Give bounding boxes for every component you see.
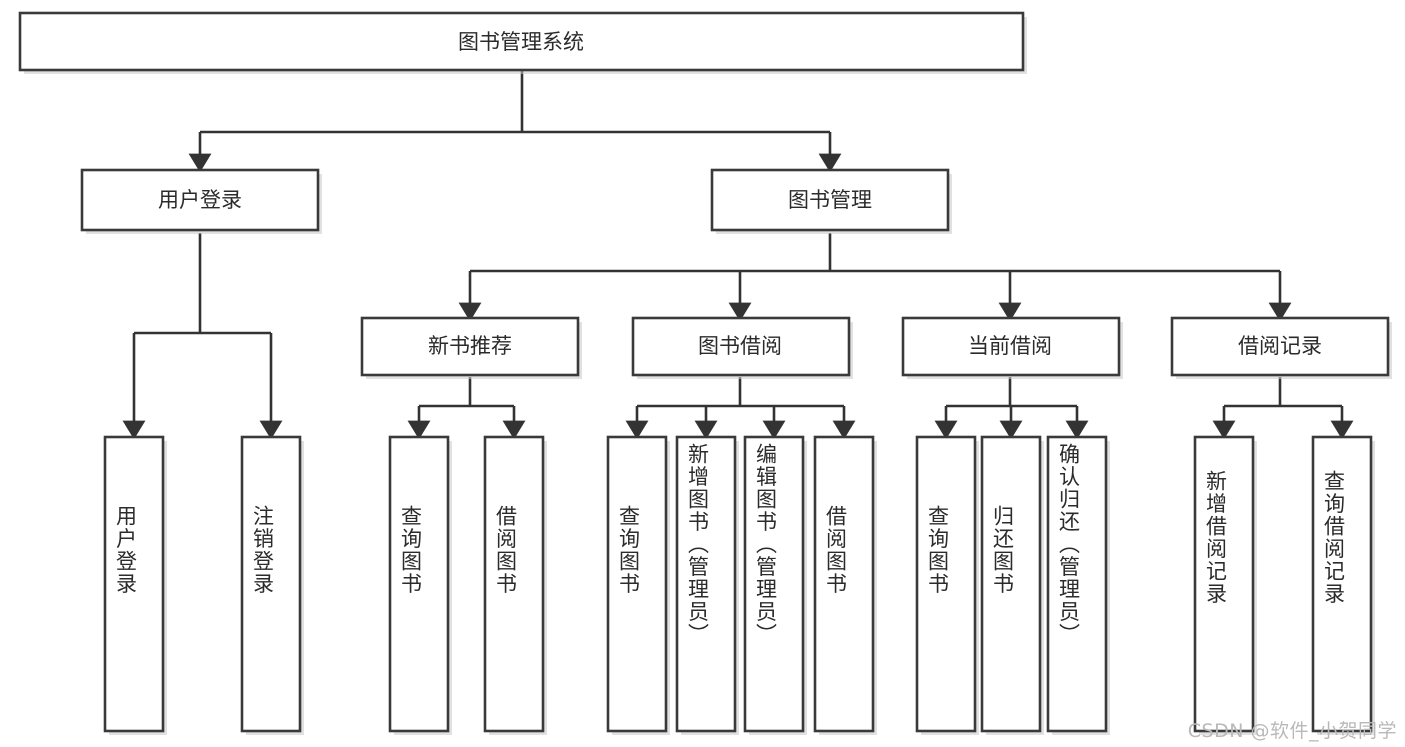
node-book-borrow-label: 图书借阅 [698, 334, 782, 358]
node-leaf-user-login-box[interactable] [103, 435, 165, 733]
node-label-group: 图书管理系统 用户登录 图书管理 新书推荐 图书借阅 当前借阅 借阅记录 [158, 30, 1322, 358]
node-root-label: 图书管理系统 [458, 30, 584, 54]
node-user-login-box[interactable] [80, 168, 320, 232]
node-root-box[interactable] [18, 11, 1025, 72]
node-leaf-borrow-book-2-box[interactable] [813, 435, 875, 733]
node-book-manage-label: 图书管理 [788, 188, 872, 212]
csdn-watermark: CSDN @软件_小贺同学 [1187, 720, 1397, 742]
node-leaf-query-book-2-box[interactable] [606, 435, 668, 733]
node-leaf-confirm-return-box[interactable] [1046, 435, 1108, 733]
node-book-manage-box[interactable] [710, 168, 950, 232]
node-new-book-recommend-label: 新书推荐 [428, 334, 512, 358]
node-leaf-query-record-box[interactable] [1311, 435, 1373, 733]
node-leaf-query-book-3-box[interactable] [915, 435, 977, 733]
connector-group [122, 70, 1354, 440]
node-current-borrow-label: 当前借阅 [968, 334, 1052, 358]
node-leaf-borrow-book-1-box[interactable] [483, 435, 545, 733]
node-borrow-record-box[interactable] [1170, 316, 1390, 377]
node-leaf-edit-book-box[interactable] [743, 435, 805, 733]
node-leaf-return-book-box[interactable] [980, 435, 1042, 733]
node-user-login-label: 用户登录 [158, 188, 242, 212]
node-current-borrow-box[interactable] [901, 316, 1121, 377]
node-new-book-recommend-box[interactable] [360, 316, 580, 377]
node-leaf-logout-login-box[interactable] [240, 435, 302, 733]
node-borrow-record-label: 借阅记录 [1238, 334, 1322, 358]
node-book-borrow-box[interactable] [631, 316, 851, 377]
node-leaf-query-book-1-box[interactable] [388, 435, 450, 733]
node-leaf-add-book-box[interactable] [675, 435, 737, 733]
node-leaf-add-record-box[interactable] [1193, 435, 1255, 733]
node-group [18, 11, 1392, 735]
